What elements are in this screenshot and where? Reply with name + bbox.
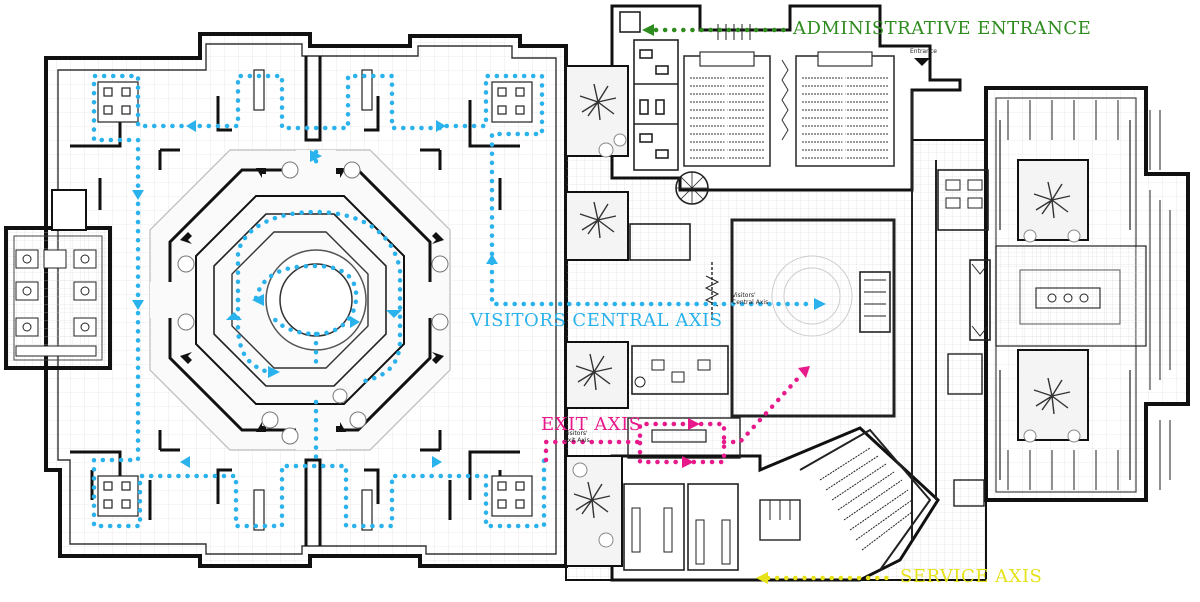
visitors-exit-axis-small-label: Visitors' Exit Axis — [564, 430, 590, 444]
central-octagon-hall — [149, 149, 451, 451]
exit-arrows — [682, 366, 810, 468]
planters — [177, 161, 449, 445]
visitors-central-axis-small-label: Visitors' Central Axis — [732, 292, 769, 306]
entrance-small-label: Entrance — [910, 48, 937, 55]
courtyard-trees — [565, 65, 1089, 567]
exhibit-plinths — [97, 69, 533, 531]
entrance-arrow — [914, 58, 930, 66]
administrative-entrance-label: ADMINISTRATIVE ENTRANCE — [793, 18, 1092, 39]
exit-path — [543, 373, 803, 465]
exit-axis-label: EXIT AXIS — [541, 414, 642, 435]
left-annex-tables — [15, 249, 97, 357]
service-arrow — [756, 572, 768, 584]
visitors-central-axis-label: VISITORS CENTRAL AXIS — [470, 310, 723, 331]
lower-auditorium — [623, 428, 985, 571]
gallery-walls — [70, 56, 520, 546]
admin-offices — [619, 11, 751, 261]
service-axis-label: SERVICE AXIS — [900, 566, 1043, 587]
central-lobby — [627, 90, 991, 540]
visitors-arrows — [132, 120, 826, 468]
auditorium-seating-top — [683, 51, 895, 167]
administrative-arrow — [642, 24, 654, 36]
right-block-interior — [995, 100, 1171, 490]
octagon-corner-markers — [180, 168, 444, 432]
